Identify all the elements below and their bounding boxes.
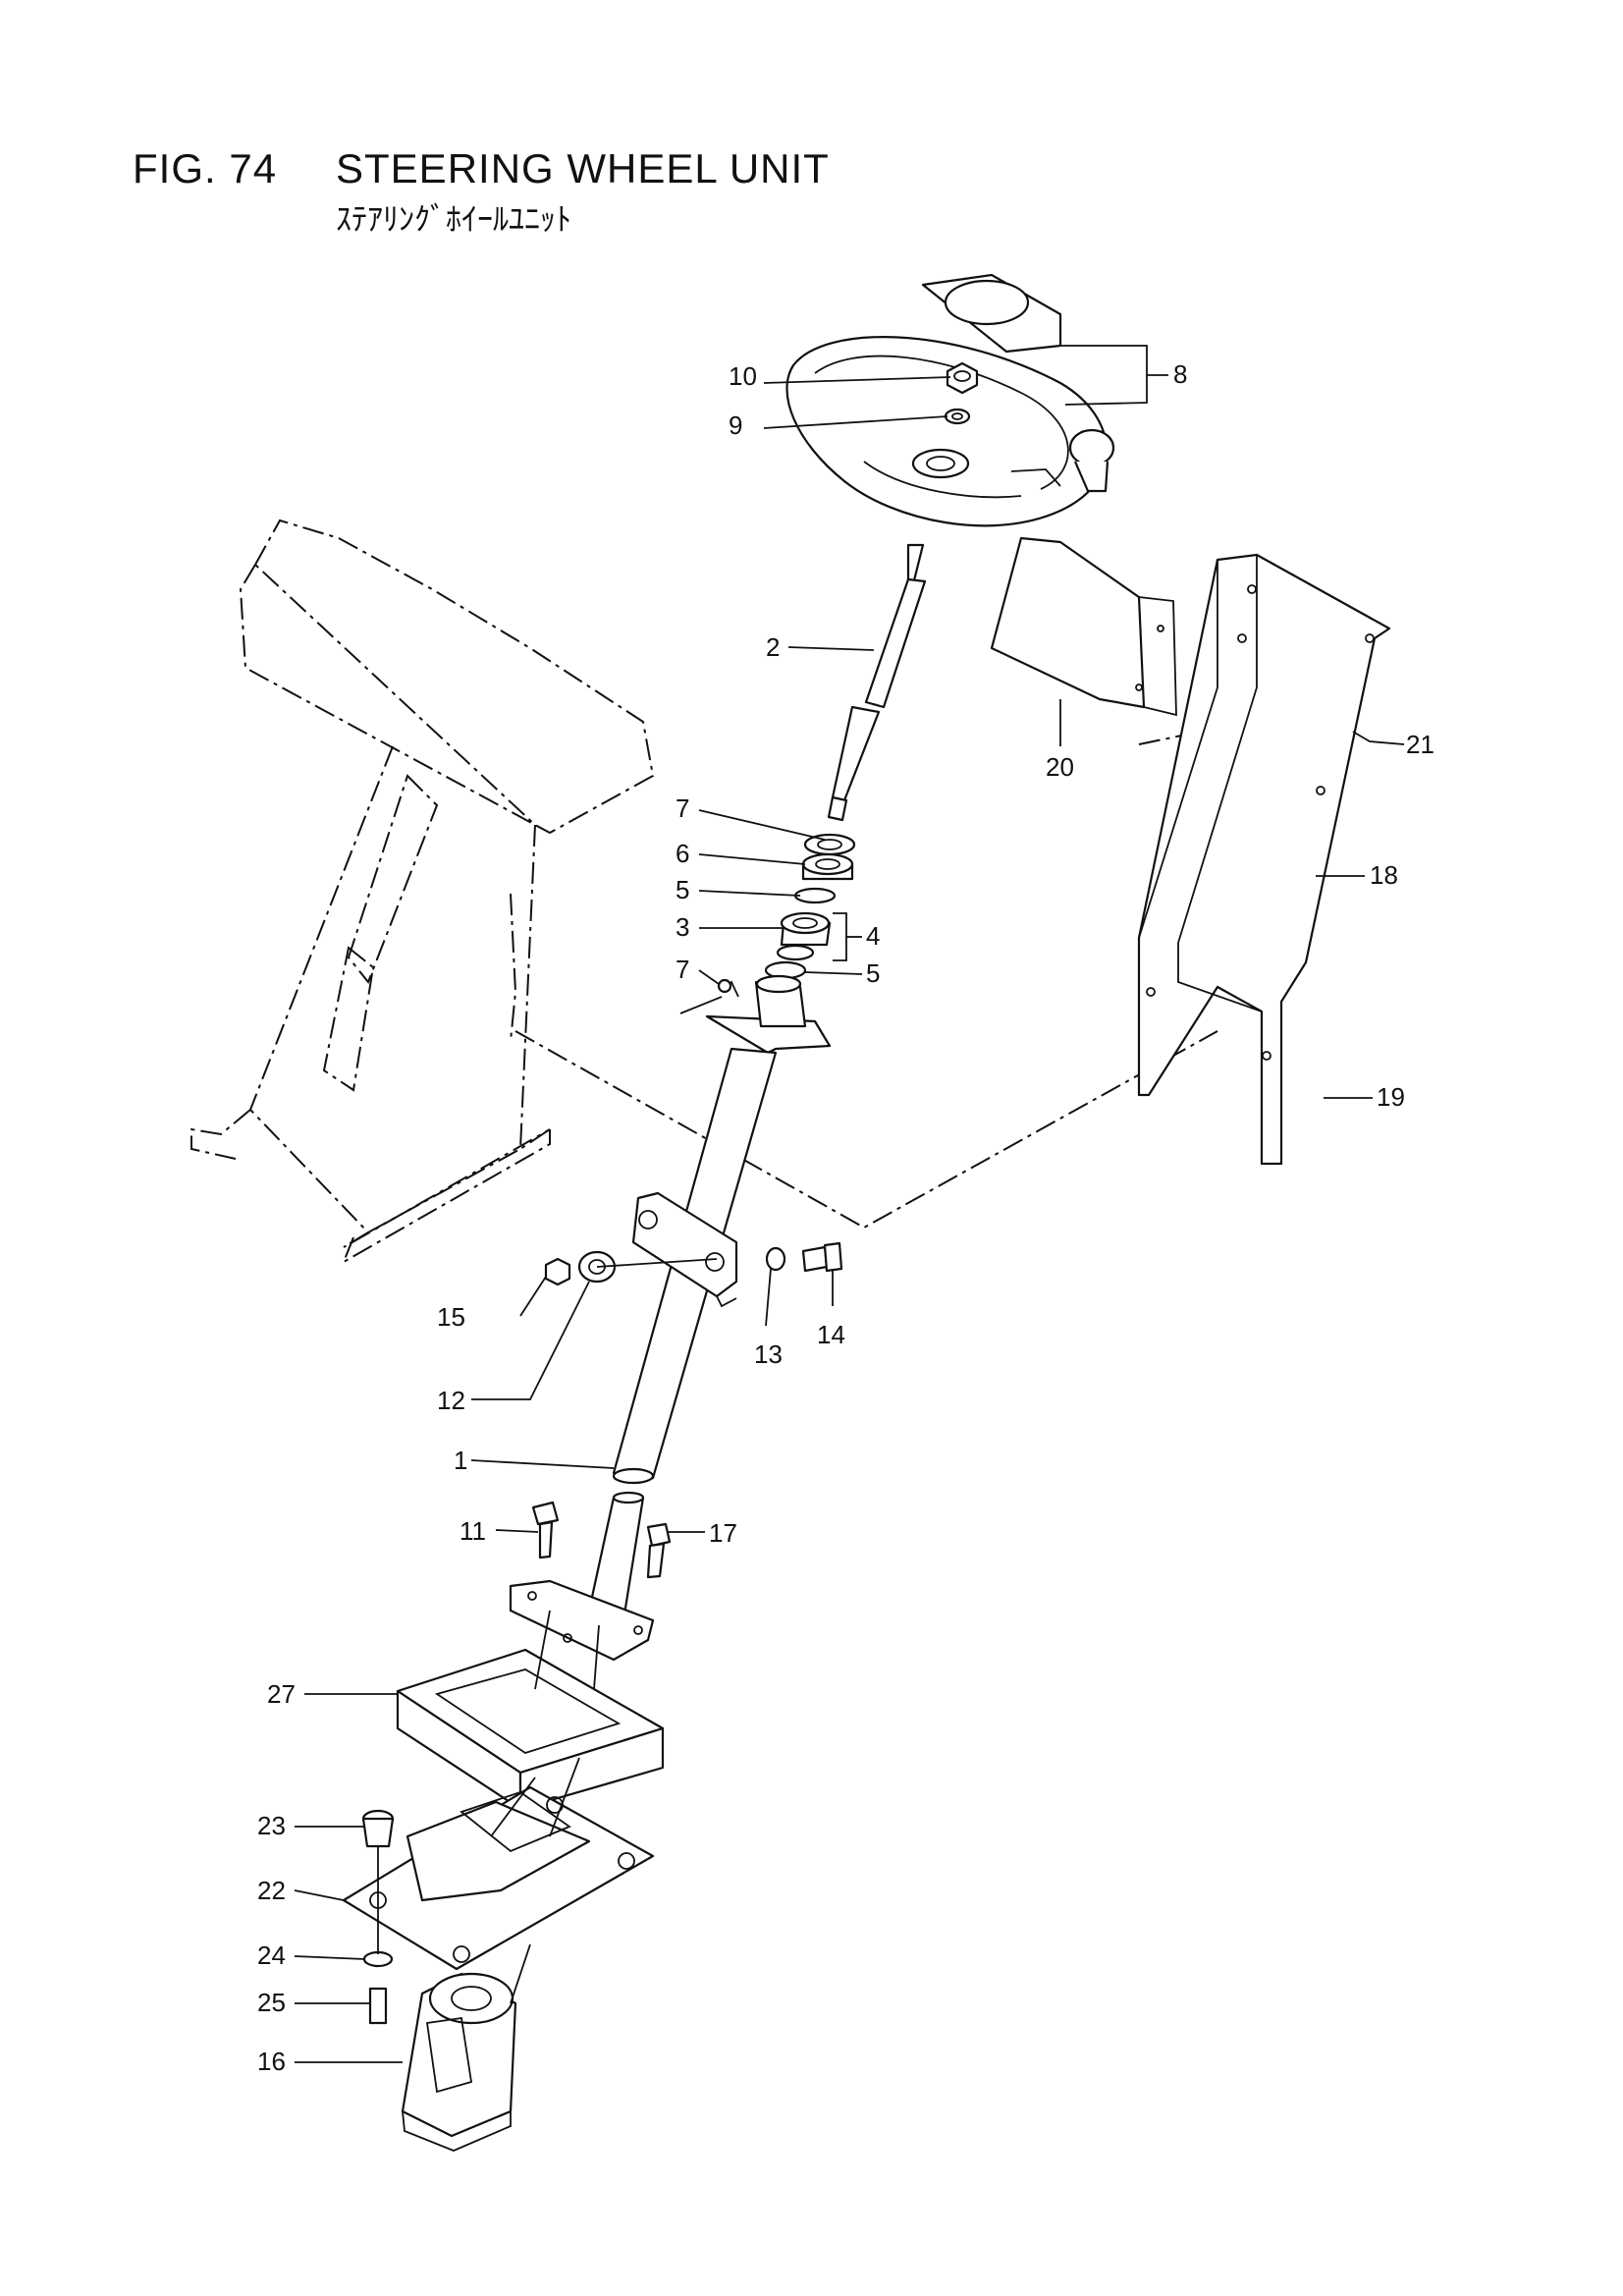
leader-lines bbox=[294, 345, 1405, 2063]
plug-24 bbox=[361, 1809, 395, 1848]
callout-9: 8 bbox=[1173, 359, 1187, 389]
bolt-26 bbox=[368, 1987, 388, 2025]
console-cover bbox=[190, 519, 655, 1265]
callout-7: 7 bbox=[676, 793, 689, 823]
washer-25 bbox=[362, 1950, 394, 1968]
washer-10 bbox=[944, 408, 971, 425]
callout-10: 9 bbox=[729, 410, 742, 440]
callout-13: 12 bbox=[437, 1386, 465, 1415]
washer-14 bbox=[765, 1246, 786, 1272]
callout-24: 23 bbox=[257, 1811, 286, 1840]
callout-8: 7 bbox=[676, 955, 689, 984]
callout-21: 20 bbox=[1046, 752, 1074, 782]
switch-8 bbox=[679, 974, 832, 1055]
callout-26: 25 bbox=[257, 1988, 286, 2017]
ring-4 bbox=[776, 944, 815, 961]
figure-title-jp: ｽﾃｱﾘﾝｸﾞﾎｲｰﾙﾕﾆｯﾄ bbox=[336, 200, 572, 238]
callout-19: 18 bbox=[1370, 860, 1398, 890]
callout-numbers: 10 9 8 2 7 6 5 3 4 5 7 20 21 18 19 15 12… bbox=[257, 359, 1434, 2076]
nut-11 bbox=[946, 361, 979, 395]
bearing-6 bbox=[801, 852, 854, 881]
callout-15: 14 bbox=[817, 1320, 845, 1349]
figure-number: FIG. 74 bbox=[133, 145, 278, 191]
mount-plate bbox=[631, 1191, 738, 1308]
base-plate-23 bbox=[342, 1785, 655, 1971]
bolt-12 bbox=[531, 1501, 560, 1559]
shaft-2 bbox=[827, 543, 927, 822]
callout-12: 11 bbox=[460, 1516, 486, 1546]
callout-4: 4 bbox=[866, 921, 880, 951]
callout-6: 6 bbox=[676, 839, 689, 868]
figure-title: STEERING WHEEL UNIT bbox=[336, 145, 830, 191]
callout-14: 13 bbox=[754, 1339, 783, 1369]
bolt-18 bbox=[646, 1522, 672, 1579]
plate-21 bbox=[990, 536, 1177, 717]
callout-17: 16 bbox=[257, 2047, 286, 2076]
callout-1: 1 bbox=[454, 1446, 467, 1475]
seal-7 bbox=[803, 833, 856, 856]
callout-25: 24 bbox=[257, 1941, 286, 1970]
bearing-3 bbox=[780, 911, 832, 947]
steering-unit-17 bbox=[401, 1972, 517, 2152]
callout-20: 19 bbox=[1377, 1082, 1405, 1112]
callout-5-upper: 5 bbox=[676, 875, 689, 904]
nut-16 bbox=[544, 1257, 571, 1286]
lower-column bbox=[509, 1491, 655, 1662]
bolt-15 bbox=[801, 1241, 843, 1273]
ring-5-upper bbox=[793, 887, 837, 904]
callout-5-lower: 5 bbox=[866, 958, 880, 988]
callout-23: 22 bbox=[257, 1876, 286, 1905]
guide-lines bbox=[377, 1610, 600, 2004]
bracket-19 bbox=[1137, 553, 1391, 1166]
callout-22: 21 bbox=[1406, 730, 1434, 759]
callout-11: 10 bbox=[729, 361, 757, 391]
boot-27 bbox=[396, 1648, 665, 1811]
callout-2: 2 bbox=[766, 632, 780, 662]
callout-3: 3 bbox=[676, 912, 689, 942]
callout-18: 17 bbox=[709, 1518, 737, 1548]
callout-16: 15 bbox=[437, 1302, 465, 1332]
callout-27: 27 bbox=[267, 1679, 296, 1709]
steering-wheel-9 bbox=[785, 273, 1115, 527]
